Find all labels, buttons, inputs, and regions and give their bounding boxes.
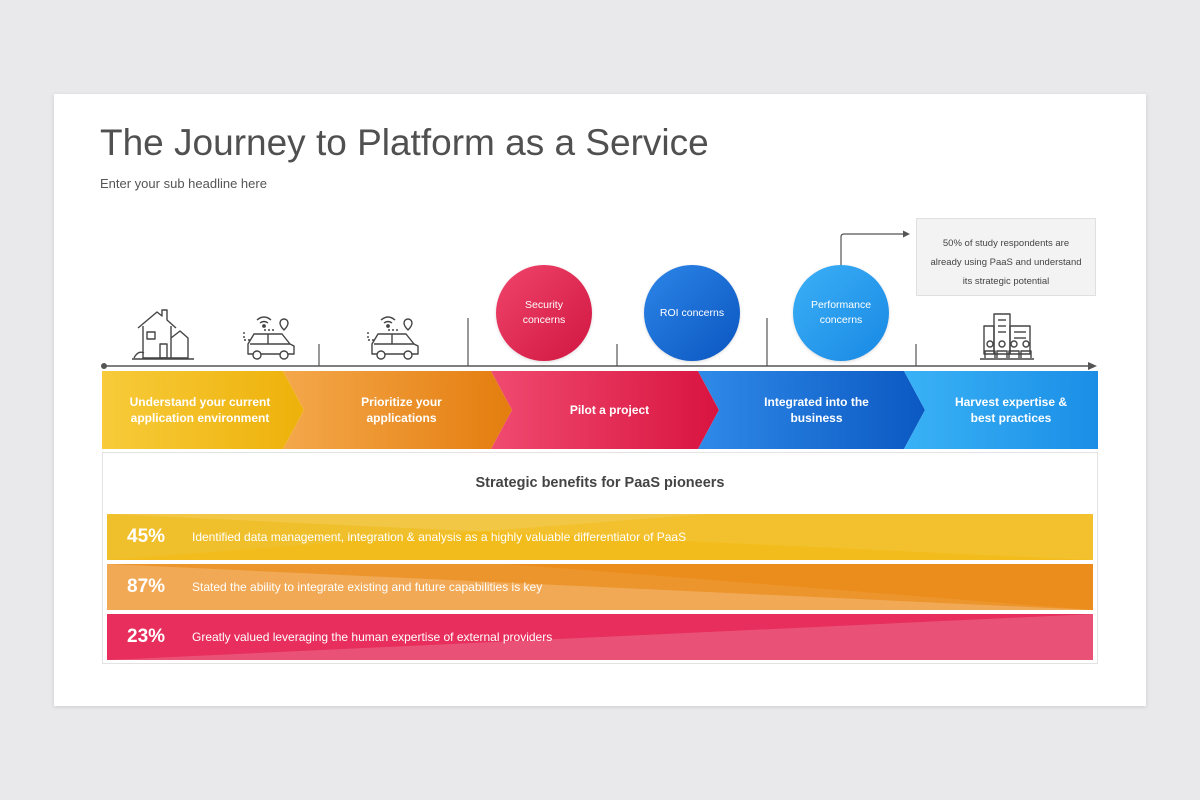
- callout-line: its strategic potential: [962, 276, 1050, 287]
- benefit-bar: 45% Identified data management, integrat…: [107, 514, 1093, 560]
- timeline-start-dot: [101, 363, 107, 369]
- step-chevron-5: [904, 371, 1098, 449]
- concern-label: Security: [525, 299, 563, 311]
- step-text: best practices: [970, 411, 1052, 425]
- step-text: Harvest expertise &: [954, 395, 1068, 409]
- step-label-4: Integrated into the business: [724, 371, 909, 449]
- concern-label: Performance: [810, 299, 872, 311]
- connected-car-icon: [243, 316, 295, 360]
- benefit-text: Stated the ability to integrate existing…: [192, 580, 543, 594]
- concern-label: ROI concerns: [659, 306, 725, 319]
- benefit-percent: 87%: [127, 576, 166, 597]
- callout-connector: [840, 233, 904, 265]
- slide: The Journey to Platform as a Service Ent…: [54, 94, 1146, 706]
- performance-concerns-circle: Performance concerns: [793, 265, 889, 361]
- concern-label: concerns: [819, 314, 863, 326]
- bar-sheen: [107, 614, 1093, 660]
- page-subtitle: Enter your sub headline here: [100, 176, 267, 191]
- timeline-arrowhead: [1088, 362, 1097, 370]
- office-building-icon: [980, 313, 1034, 360]
- benefit-percent: 45%: [127, 526, 166, 547]
- step-label-2: Prioritize your applications: [309, 371, 494, 449]
- page-title: The Journey to Platform as a Service: [100, 122, 709, 163]
- callout-box: 50% of study respondents are already usi…: [916, 218, 1096, 296]
- step-label-5: Harvest expertise & best practices: [929, 371, 1093, 449]
- step-chevron-1: [102, 371, 304, 449]
- step-chevron-4: [698, 371, 925, 449]
- step-text: business: [790, 411, 843, 425]
- step-chevron-2: [283, 371, 512, 449]
- timeline-graphic: [101, 230, 1098, 449]
- connected-car-icon: [367, 316, 419, 360]
- benefits-title: Strategic benefits for PaaS pioneers: [475, 475, 725, 491]
- step-text: Integrated into the: [764, 395, 869, 409]
- step-text: Pilot a project: [569, 403, 650, 417]
- step-text: application environment: [130, 411, 270, 425]
- benefits-panel: Strategic benefits for PaaS pioneers 45%…: [102, 452, 1098, 664]
- step-text: applications: [366, 411, 437, 425]
- house-icon: [132, 309, 194, 360]
- benefit-bar: 23% Greatly valued leveraging the human …: [107, 614, 1093, 660]
- step-chevron-3: [491, 371, 719, 449]
- step-text: Prioritize your: [361, 395, 442, 409]
- roi-concerns-circle: ROI concerns: [644, 265, 740, 361]
- step-label-3: Pilot a project: [517, 371, 702, 449]
- bar-sheen: [107, 564, 1093, 610]
- benefit-text: Greatly valued leveraging the human expe…: [192, 630, 553, 644]
- step-label-1: Understand your current application envir…: [114, 371, 286, 449]
- benefit-text: Identified data management, integration …: [192, 530, 687, 544]
- callout-arrowhead: [903, 230, 910, 238]
- security-concerns-circle: Security concerns: [496, 265, 592, 361]
- benefit-percent: 23%: [127, 626, 166, 647]
- callout-line: already using PaaS and understand: [930, 257, 1082, 268]
- callout-line: 50% of study respondents are: [942, 238, 1070, 249]
- concern-label: concerns: [522, 314, 566, 326]
- bar-sheen: [107, 514, 1093, 560]
- step-text: Understand your current: [129, 395, 271, 409]
- benefit-bar: 87% Stated the ability to integrate exis…: [107, 564, 1093, 610]
